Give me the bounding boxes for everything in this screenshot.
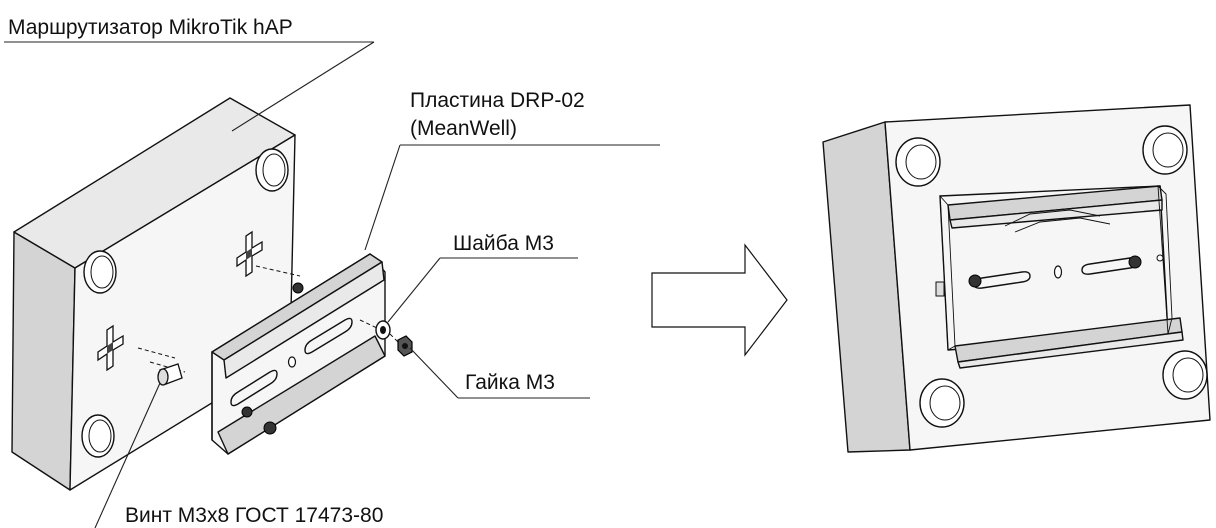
rubber-foot-top-left: [83, 250, 117, 294]
mount-slot-upper: [236, 230, 263, 278]
right-arrow-icon: [651, 243, 788, 357]
mount-slot-lower: [97, 324, 124, 372]
callout-nut: Гайка М3: [409, 347, 590, 399]
rubber-foot-c: [919, 378, 965, 428]
rubber-foot-d: [1162, 350, 1208, 400]
screw-m3x8: [157, 363, 183, 386]
callout-washer: Шайба М3: [387, 232, 578, 323]
label-router: Маршрутизатор MikroTik hAP: [8, 16, 293, 39]
rubber-foot-a: [895, 137, 941, 187]
nut-m3: [389, 333, 413, 357]
rubber-foot-b: [1142, 125, 1188, 175]
washer-m3: [359, 319, 391, 340]
callout-router: Маршрутизатор MikroTik hAP: [4, 16, 375, 132]
router-body: [11, 97, 301, 491]
callout-plate: Пластина DRP-02 (MeanWell): [364, 89, 660, 251]
rubber-foot-top-right: [255, 148, 289, 192]
label-plate-line1: Пластина DRP-02: [410, 89, 585, 112]
label-plate-line2: (MeanWell): [410, 117, 517, 140]
label-washer: Шайба М3: [453, 232, 554, 255]
din-plate: [211, 253, 386, 455]
rubber-foot-bottom-left: [81, 414, 115, 458]
label-nut: Гайка М3: [465, 371, 555, 394]
callout-screw: Винт М3х8 ГОСТ 17473-80: [94, 382, 383, 528]
assembled-router: [822, 104, 1211, 453]
label-screw: Винт М3х8 ГОСТ 17473-80: [125, 504, 383, 527]
mounted-din-plate: [935, 184, 1184, 369]
